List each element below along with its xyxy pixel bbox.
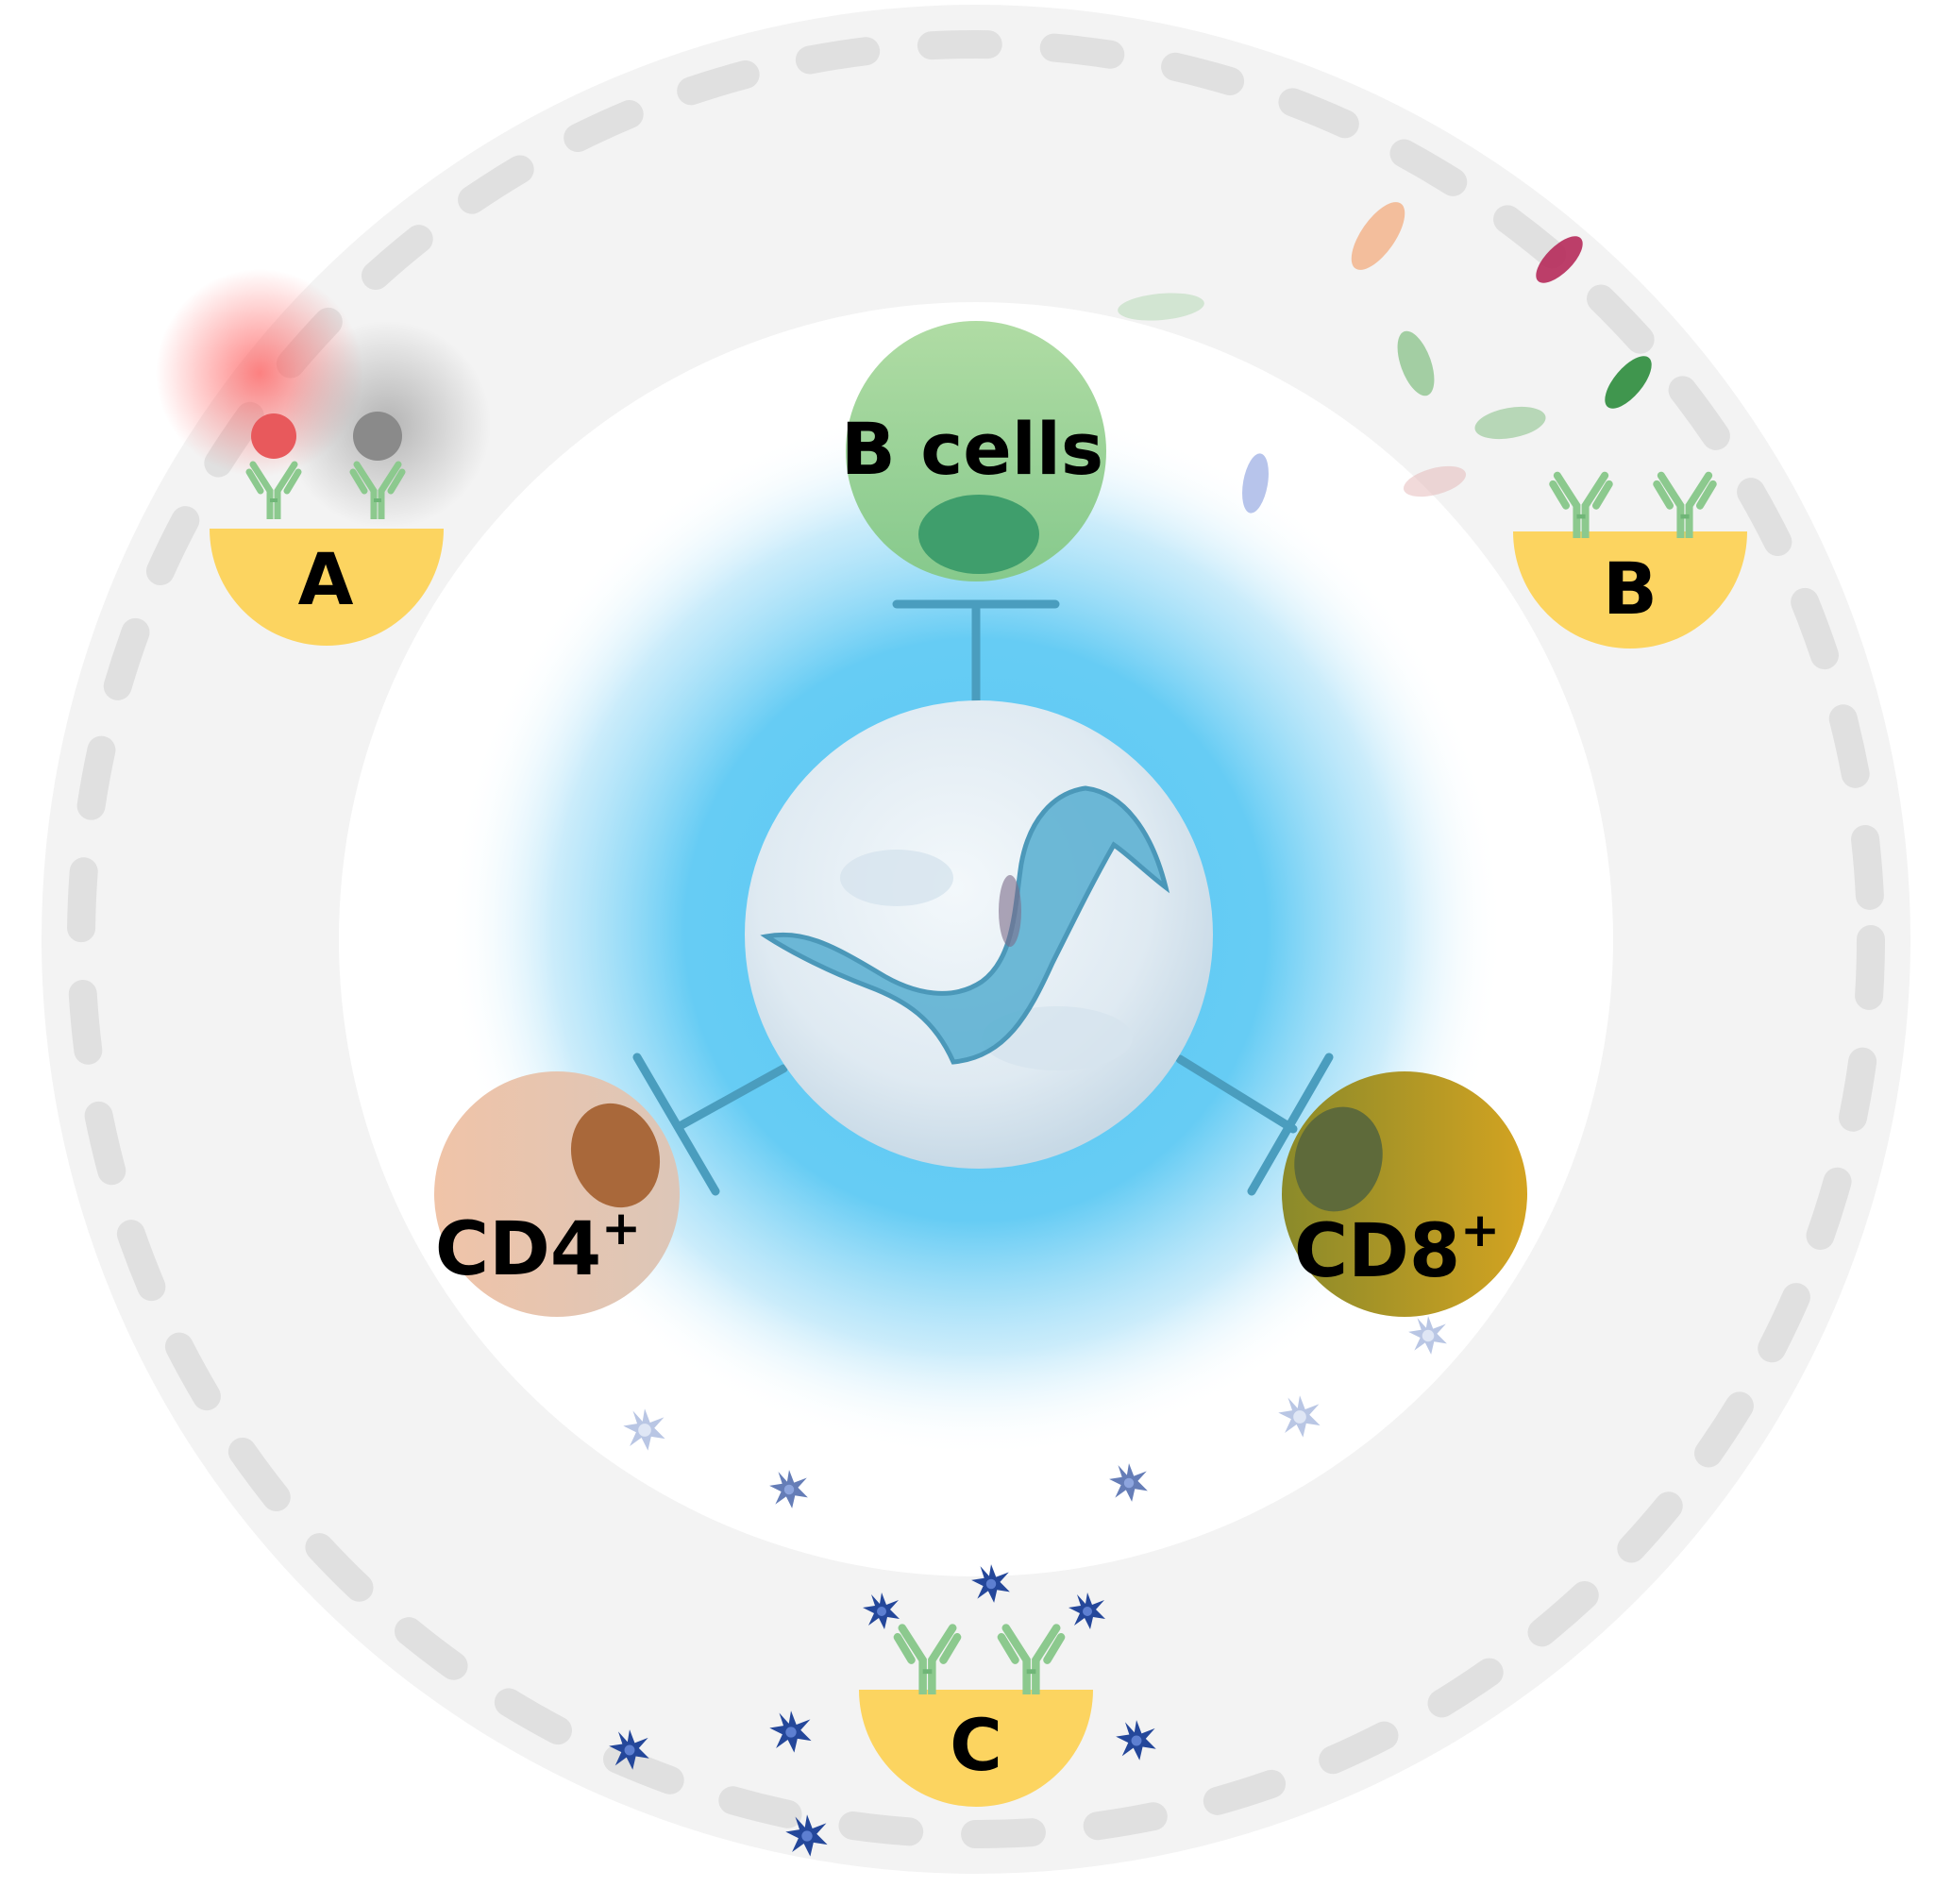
b-cells-label: B cells (841, 407, 1103, 491)
cd8-node: CD8+ (1282, 1071, 1527, 1317)
cd8-superscript: + (1460, 1203, 1500, 1257)
inhibition-lines (632, 599, 1334, 1196)
trypanosome-parasite-icon (745, 700, 1213, 1169)
mechanism-a-label: A (298, 537, 354, 621)
bacteria-icon (1118, 202, 1652, 514)
cd4-superscript: + (601, 1201, 641, 1255)
mechanism-c: C (859, 1628, 1093, 1807)
mechanism-b-label: B (1603, 547, 1658, 631)
dashed-ring (67, 30, 1885, 1848)
mechanism-c-label: C (950, 1703, 1002, 1787)
b-cells-node: B cells (841, 321, 1106, 581)
mechanism-a: A (156, 269, 491, 646)
cd4-label: CD4+ (435, 1201, 641, 1292)
mechanism-b: B (1118, 202, 1747, 649)
cd4-node: CD4+ (434, 1071, 680, 1317)
antigen-red (251, 413, 296, 459)
antigen-grey (353, 412, 402, 461)
cd8-label: CD8+ (1294, 1203, 1500, 1294)
